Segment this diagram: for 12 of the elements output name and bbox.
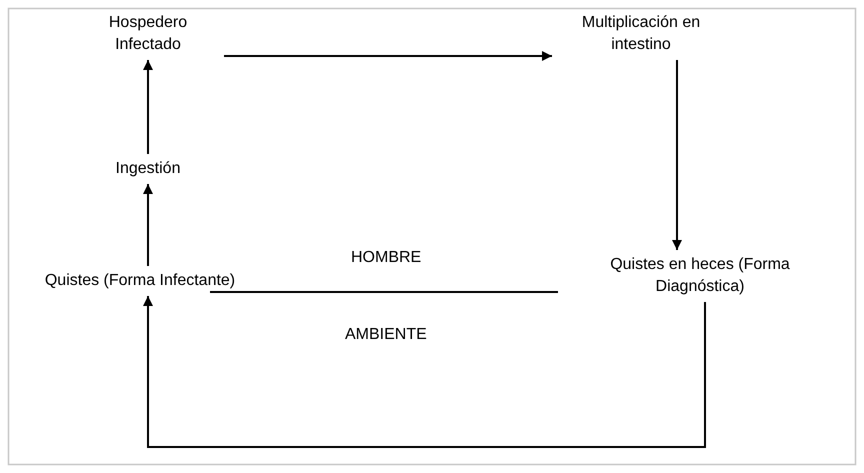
arrow: [143, 296, 706, 448]
arrow: [143, 60, 153, 154]
arrow: [672, 60, 682, 250]
region-label: AMBIENTE: [345, 325, 427, 345]
node-text: Quistes en heces (Forma Diagnóstica): [609, 255, 791, 297]
node-text: Hospedero Infectado: [108, 13, 188, 55]
node-text: Ingestión: [114, 159, 182, 179]
node-text: Quistes (Forma Infectante): [44, 271, 236, 291]
region-label: HOMBRE: [351, 248, 422, 268]
node-text: Multiplicación en intestino: [580, 13, 702, 55]
arrow: [143, 184, 153, 266]
arrow: [224, 51, 552, 61]
